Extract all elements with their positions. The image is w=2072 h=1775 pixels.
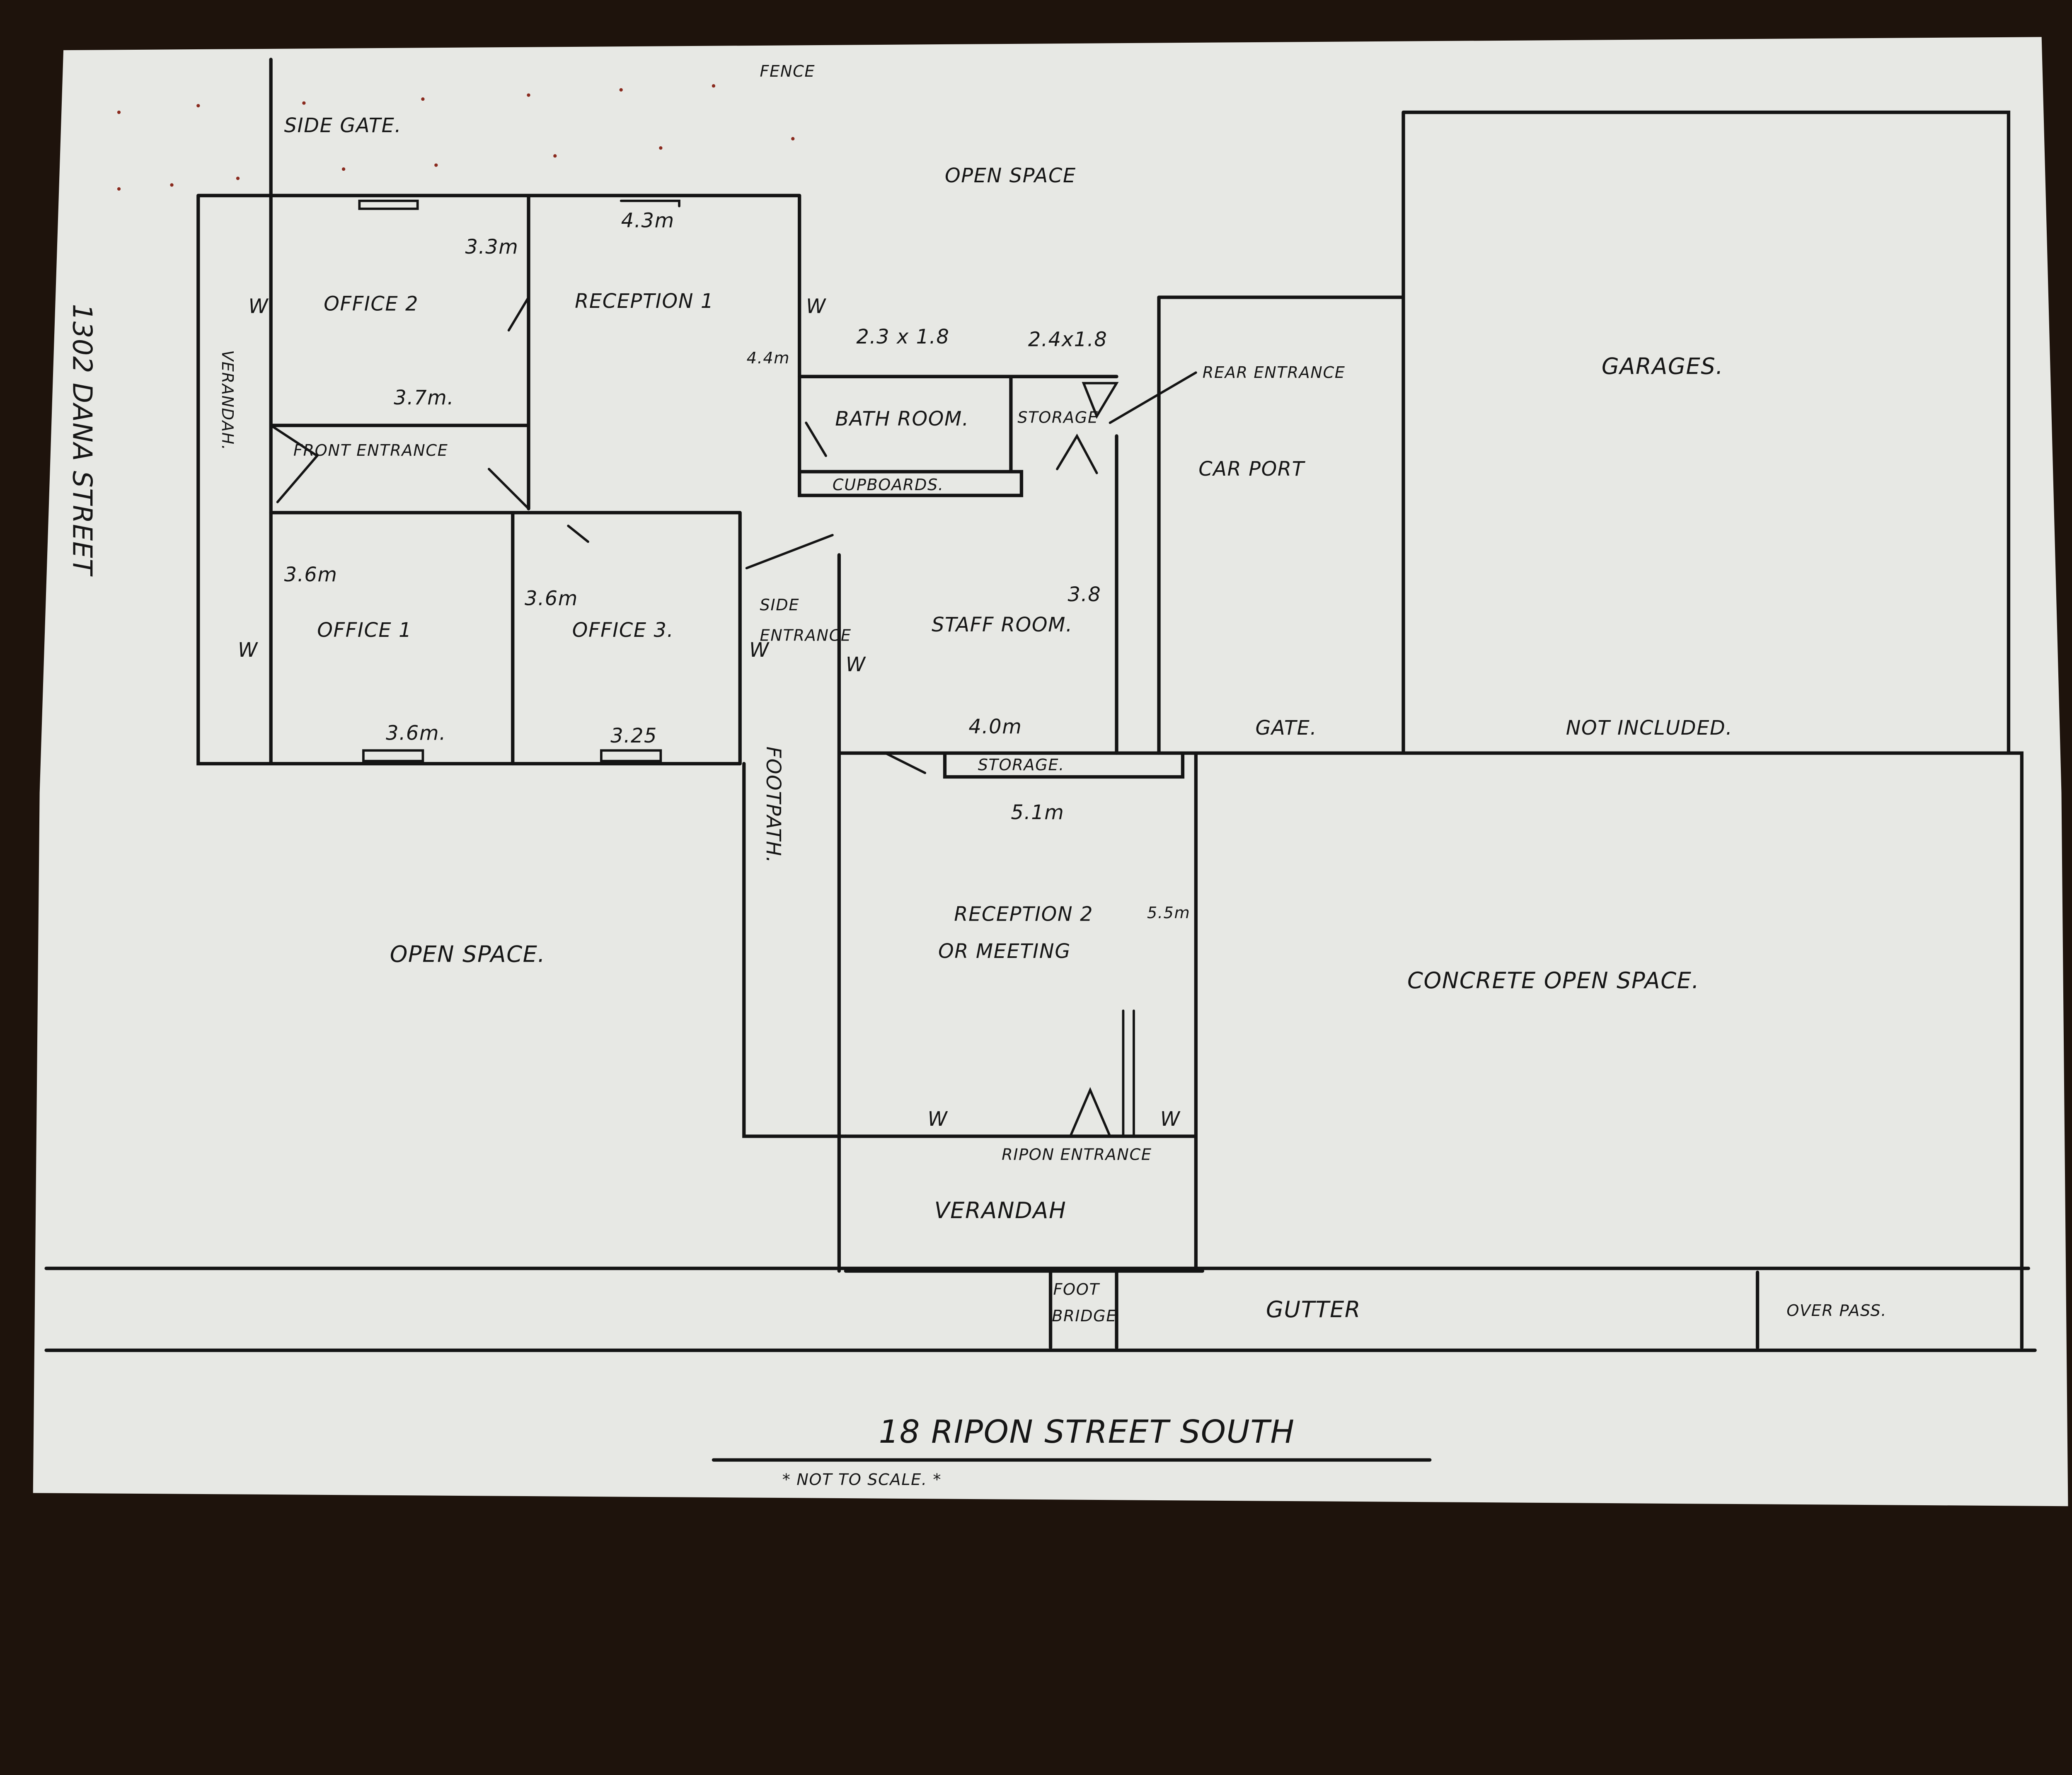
- window-marker: W: [238, 639, 258, 662]
- window-marker: W: [806, 295, 826, 318]
- label-cupboards: CUPBOARDS.: [833, 476, 944, 494]
- label-office-3-width: 3.25: [610, 725, 657, 747]
- label-rear-entrance: REAR ENTRANCE: [1203, 363, 1346, 382]
- plan-labels: FENCE SIDE GATE. OPEN SPACE 1302 DANA ST…: [67, 62, 1887, 1489]
- label-footpath: FOOTPATH.: [762, 747, 784, 863]
- label-side-entrance-2: ENTRANCE: [760, 626, 852, 645]
- label-office-2: OFFICE 2: [324, 293, 419, 315]
- label-bathroom: BATH ROOM.: [835, 408, 969, 430]
- label-open-space-left: OPEN SPACE.: [390, 941, 546, 967]
- label-staff-room-height: 3.8: [1068, 583, 1101, 606]
- label-not-included: NOT INCLUDED.: [1566, 717, 1733, 740]
- window-marker: W: [248, 295, 269, 318]
- paper-sheet: [33, 37, 2068, 1507]
- label-staff-room: STAFF ROOM.: [932, 614, 1073, 636]
- label-office-1-height: 3.6m: [284, 563, 338, 586]
- label-office-3-height: 3.6m: [525, 587, 578, 610]
- label-office-2-width: 3.7m.: [394, 387, 454, 409]
- label-gate: GATE.: [1255, 717, 1317, 740]
- label-storage-dim: 2.4x1.8: [1028, 328, 1108, 351]
- label-storage-small: STORAGE: [1017, 408, 1098, 427]
- label-side-entrance-1: SIDE: [760, 596, 800, 614]
- walls: [44, 58, 2037, 1462]
- label-or-meeting: OR MEETING: [938, 940, 1071, 963]
- label-concrete-open-space: CONCRETE OPEN SPACE.: [1407, 967, 1699, 994]
- label-gutter: GUTTER: [1266, 1296, 1361, 1323]
- label-car-port: CAR PORT: [1198, 458, 1305, 481]
- label-dana-street: 1302 DANA STREET: [67, 304, 97, 577]
- label-storage-long: STORAGE.: [978, 756, 1065, 774]
- label-reception-1-dim: 4.3m: [621, 209, 675, 232]
- label-fence: FENCE: [760, 62, 816, 81]
- window-marker: W: [1160, 1108, 1181, 1131]
- label-not-to-scale: * NOT TO SCALE. *: [782, 1470, 942, 1489]
- window-marker: W: [846, 653, 866, 676]
- label-staff-room-width: 4.0m: [968, 716, 1022, 738]
- label-ripon-entrance: RIPON ENTRANCE: [1002, 1146, 1152, 1164]
- label-open-space-top: OPEN SPACE: [945, 164, 1076, 187]
- label-office-3: OFFICE 3.: [572, 619, 674, 642]
- label-office-1: OFFICE 1: [317, 619, 412, 642]
- label-over-pass: OVER PASS.: [1786, 1301, 1887, 1320]
- label-garages: GARAGES.: [1602, 353, 1723, 379]
- label-foot: FOOT: [1053, 1280, 1100, 1299]
- label-reception-2-width: 5.1m: [1011, 801, 1064, 824]
- label-bridge: BRIDGE: [1052, 1307, 1117, 1325]
- label-reception-1-side-dim: 4.4m: [747, 349, 790, 368]
- label-side-gate: SIDE GATE.: [284, 114, 402, 137]
- window-marker: W: [928, 1108, 948, 1131]
- window-marker: W: [749, 639, 770, 662]
- label-verandah-bottom: VERANDAH: [934, 1197, 1066, 1224]
- floor-plan-photo: FENCE SIDE GATE. OPEN SPACE 1302 DANA ST…: [33, 37, 2068, 1507]
- label-front-entrance: FRONT ENTRANCE: [293, 441, 448, 460]
- label-office-2-height: 3.3m: [465, 236, 518, 259]
- label-bathroom-dim: 2.3 x 1.8: [856, 326, 949, 348]
- label-ripon-street: 18 RIPON STREET SOUTH: [879, 1414, 1295, 1451]
- label-reception-2: RECEPTION 2: [954, 903, 1093, 926]
- label-reception-1: RECEPTION 1: [575, 290, 714, 313]
- label-office-1-width: 3.6m.: [386, 722, 446, 745]
- fence-dots: [117, 84, 795, 191]
- label-reception-2-dim: 5.5m: [1147, 904, 1190, 922]
- label-verandah-left: VERANDAH.: [218, 350, 237, 451]
